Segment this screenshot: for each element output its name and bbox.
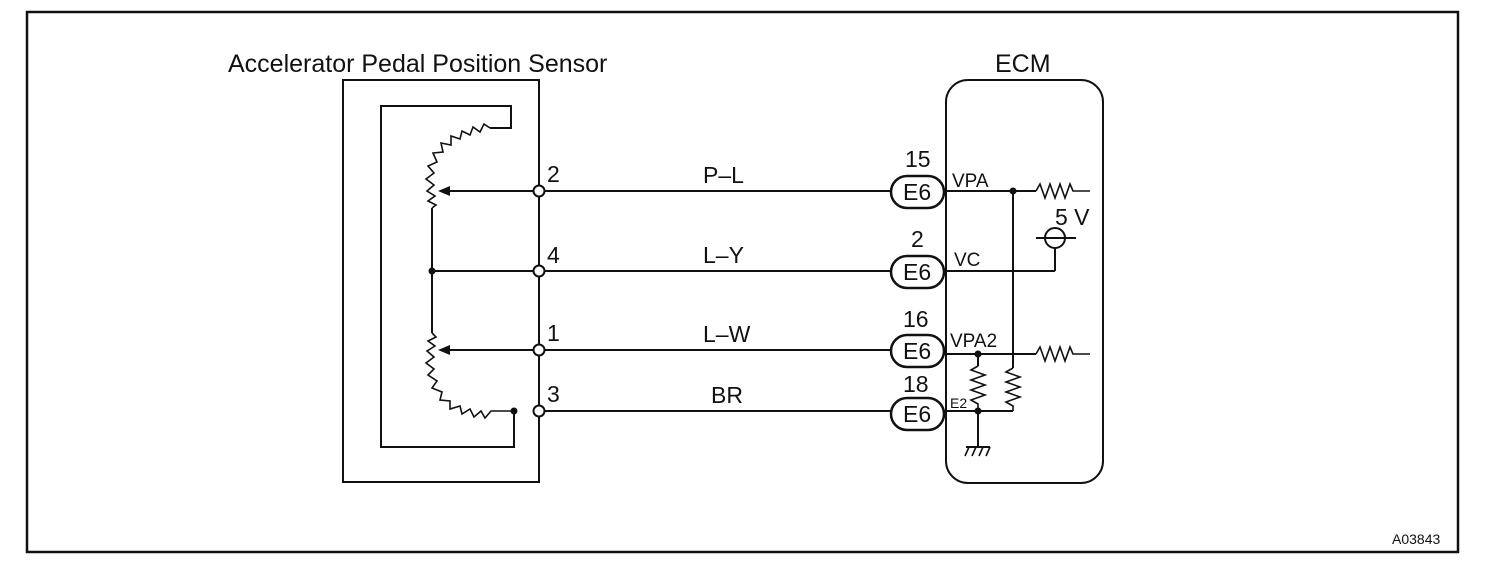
connector-label: E6 (903, 338, 931, 364)
sensor-pin-label: 4 (547, 242, 560, 268)
wire-color-label: P–L (703, 162, 744, 188)
ecm-signal-label: E2 (950, 395, 967, 411)
wire-color-label: L–Y (703, 242, 744, 268)
ecm-title: ECM (995, 50, 1051, 78)
ecm-signal-label: VPA2 (950, 331, 997, 352)
sensor-terminal (532, 343, 546, 357)
ground-icon (964, 446, 991, 457)
vpa-pullup-resistor (1035, 181, 1090, 201)
sensor-pin-label: 2 (547, 161, 560, 187)
sensor-inner-loop (380, 105, 515, 448)
ecm-pin-label: 16 (903, 306, 929, 332)
vpa2-pullup-resistor (1035, 344, 1090, 364)
ecm-pin-label: 2 (911, 226, 924, 252)
ecm-signal-label: VPA (952, 171, 989, 192)
figure-id: A03843 (1392, 531, 1440, 547)
connector-label: E6 (903, 179, 931, 205)
lower-resistor (424, 332, 514, 420)
ecm-pin-label: 18 (903, 371, 929, 397)
connector-e6: E6 (889, 254, 946, 290)
sensor-pin-label: 1 (547, 320, 560, 346)
connector-label: E6 (903, 259, 931, 285)
vpa2-pulldown-resistor (968, 365, 988, 411)
ecm-signal-label: VC (954, 250, 980, 271)
connector-label: E6 (903, 401, 931, 427)
outer-frame (25, 10, 1460, 554)
lower-wiper-arrow (438, 345, 450, 355)
upper-resistor (424, 122, 491, 209)
sensor-box (342, 79, 540, 483)
connector-e6: E6 (889, 396, 946, 432)
upper-wiper-arrow (438, 186, 450, 196)
wire-color-label: BR (711, 382, 743, 408)
sensor-pin-label: 3 (547, 381, 560, 407)
junction-dot (428, 267, 436, 275)
wire-color-label: L–W (703, 321, 751, 347)
sensor-title: Accelerator Pedal Position Sensor (228, 50, 607, 78)
junction-dot (510, 407, 518, 415)
sensor-terminal (532, 264, 546, 278)
connector-e6: E6 (889, 333, 946, 369)
supply-label: 5 V (1055, 204, 1090, 230)
vpa-pulldown-resistor (1003, 367, 1023, 411)
ecm-box (945, 79, 1104, 484)
ecm-pin-label: 15 (905, 146, 931, 172)
sensor-terminal (532, 184, 546, 198)
sensor-terminal (532, 404, 546, 418)
connector-e6: E6 (889, 174, 946, 210)
